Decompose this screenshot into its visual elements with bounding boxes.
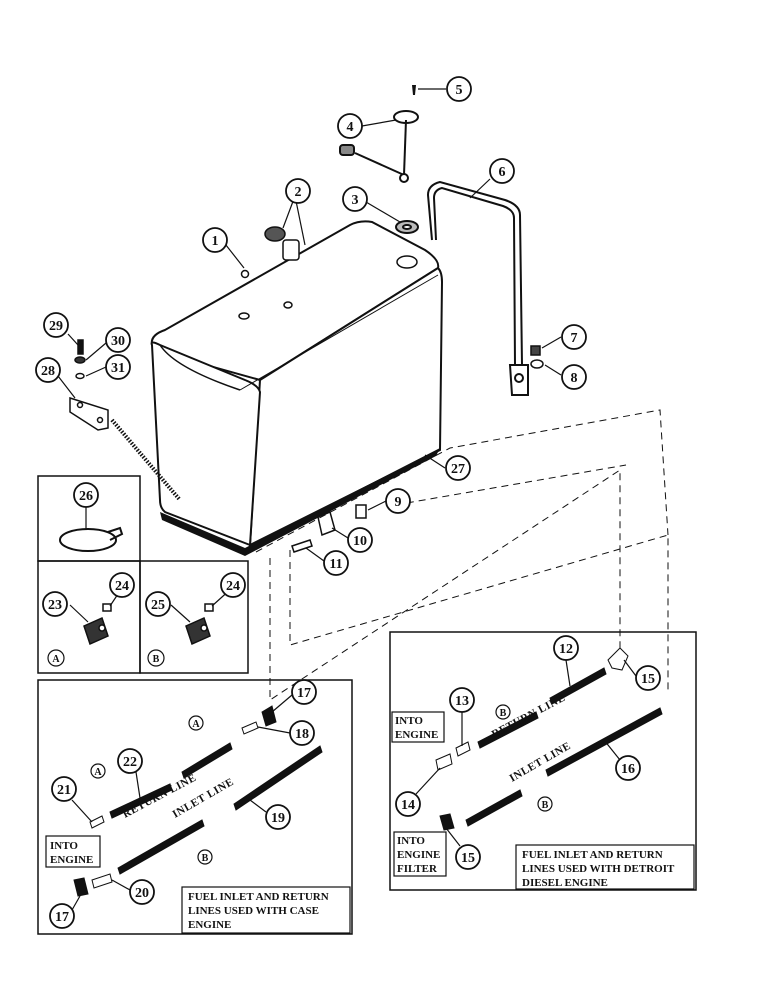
variant-b-inset: B — [153, 654, 160, 665]
callout-12: 12 — [559, 642, 573, 657]
into-engine-case-line2: ENGINE — [50, 854, 93, 866]
callout-11: 11 — [329, 557, 342, 572]
into-engine-filter-line1: INTO — [397, 835, 425, 847]
fuel-sender — [339, 110, 419, 234]
callout-19: 19 — [271, 811, 285, 826]
fuel-tank — [150, 220, 444, 547]
callout-13: 13 — [455, 694, 469, 709]
panel-leaders — [71, 659, 637, 911]
callout-numbers: 1 2 3 4 5 6 7 8 9 10 11 12 13 14 15 15 1… — [41, 83, 655, 925]
detroit-engine-panel — [389, 631, 697, 891]
variant-a-case-upper: A — [192, 719, 200, 730]
drain-fittings — [291, 504, 367, 553]
callout-5: 5 — [456, 83, 463, 98]
callout-6: 6 — [499, 165, 506, 180]
callout-4: 4 — [347, 120, 354, 135]
variant-b-detroit-lower: B — [542, 800, 549, 811]
callout-18: 18 — [295, 727, 309, 742]
callout-31: 31 — [111, 361, 125, 376]
callout-3: 3 — [352, 193, 359, 208]
case-lines — [73, 705, 323, 897]
callout-23: 23 — [48, 598, 62, 613]
variant-a-case-lower: A — [94, 767, 102, 778]
tank-strap — [426, 180, 529, 396]
callout-8: 8 — [571, 371, 578, 386]
case-engine-panel — [37, 679, 353, 935]
screw-5 — [412, 85, 416, 95]
callout-10: 10 — [353, 534, 367, 549]
variant-circles — [47, 649, 553, 865]
inset-boxes — [37, 475, 249, 674]
callout-22: 22 — [123, 755, 137, 770]
callout-21: 21 — [57, 783, 71, 798]
variant-letters: A B A A B B B — [52, 654, 548, 864]
callout-15-upper: 15 — [641, 672, 655, 687]
variant-b-detroit-upper: B — [500, 708, 507, 719]
case-caption-box — [181, 886, 351, 934]
detroit-lines — [435, 647, 663, 831]
callout-circles — [35, 76, 661, 929]
clip-a — [83, 603, 112, 646]
callout-26: 26 — [79, 489, 93, 504]
clip-b — [185, 603, 214, 646]
callout-17-lower: 17 — [55, 910, 69, 925]
callout-20: 20 — [135, 886, 149, 901]
callout-27: 27 — [451, 462, 465, 477]
callout-15-lower: 15 — [461, 851, 475, 866]
case-caption-line3: ENGINE — [188, 919, 231, 931]
hose-clamp-icon — [59, 526, 124, 552]
detroit-caption-box — [515, 844, 695, 890]
callout-17-upper: 17 — [297, 686, 311, 701]
into-engine-filter-line3: FILTER — [397, 863, 438, 875]
callout-1: 1 — [212, 234, 219, 249]
callout-16: 16 — [621, 762, 635, 777]
routing-lines — [255, 409, 669, 701]
detroit-caption-line2: LINES USED WITH DETROIT — [522, 863, 675, 875]
detroit-caption-line3: DIESEL ENGINE — [522, 877, 608, 889]
callout-9: 9 — [395, 495, 402, 510]
mounting-bracket — [69, 339, 109, 431]
into-engine-detroit-line1: INTO — [395, 715, 423, 727]
callout-30: 30 — [111, 334, 125, 349]
variant-b-case: B — [202, 853, 209, 864]
into-engine-detroit-line2: ENGINE — [395, 729, 438, 741]
into-engine-case-line1: INTO — [50, 840, 78, 852]
callout-28: 28 — [41, 364, 55, 379]
callout-24-a: 24 — [115, 579, 129, 594]
into-engine-box-case — [45, 835, 101, 868]
detroit-caption-line1: FUEL INLET AND RETURN — [522, 849, 663, 861]
into-engine-box-detroit — [391, 711, 445, 743]
callout-7: 7 — [571, 331, 578, 346]
case-caption-line1: FUEL INLET AND RETURN — [188, 891, 329, 903]
callout-24-b: 24 — [226, 579, 240, 594]
callout-14: 14 — [401, 798, 415, 813]
into-engine-filter-box — [393, 831, 447, 877]
variant-a-inset: A — [52, 654, 60, 665]
case-caption-line2: LINES USED WITH CASE — [188, 905, 319, 917]
callout-29: 29 — [49, 319, 63, 334]
callout-25: 25 — [151, 598, 165, 613]
callout-2: 2 — [295, 185, 302, 200]
bracket-leader — [110, 418, 182, 502]
into-engine-filter-line2: ENGINE — [397, 849, 440, 861]
tank-fittings — [238, 226, 418, 320]
callout-leaders — [57, 88, 562, 562]
strap-nut — [530, 345, 544, 369]
